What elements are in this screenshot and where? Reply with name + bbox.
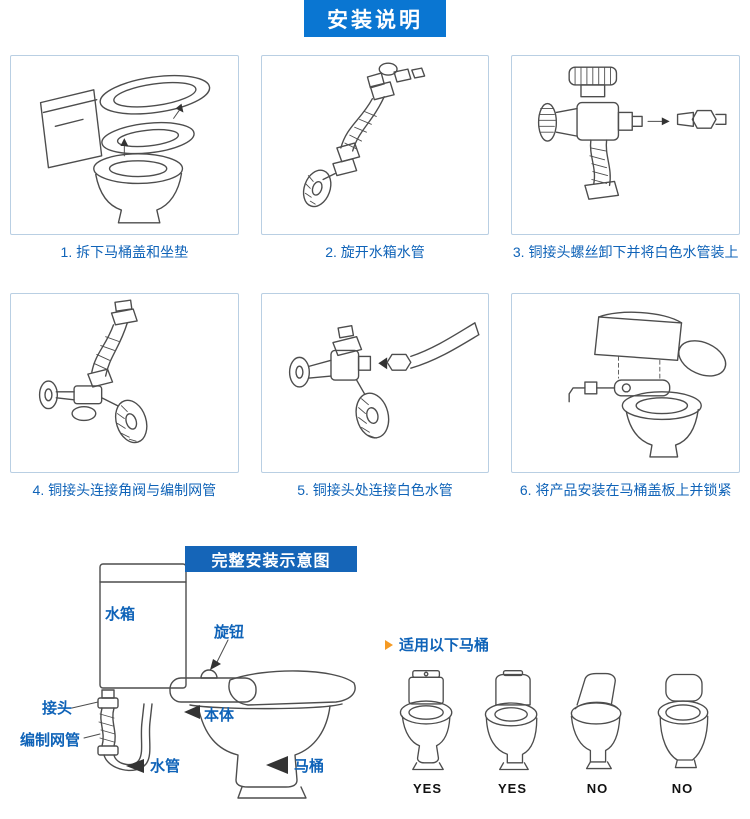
step-3: 3. 铜接头螺丝卸下并将白色水管装上 — [511, 55, 740, 293]
toilet-one-piece-icon — [484, 670, 537, 771]
step-2-caption: 2. 旋开水箱水管 — [325, 244, 425, 260]
step-6-caption: 6. 将产品安装在马桶盖板上并锁紧 — [519, 482, 732, 498]
step-6-box — [511, 293, 740, 473]
step-4: 4. 铜接头连接角阀与编制网管 — [10, 293, 239, 531]
label-knob: 旋钮 — [214, 624, 245, 641]
step-2-box — [260, 55, 490, 235]
step-3-box — [511, 55, 740, 235]
angle-valve-braided-hose-icon — [38, 299, 148, 444]
toilet-slanted-tank-icon — [570, 672, 621, 770]
step-4-caption: 4. 铜接头连接角阀与编制网管 — [32, 482, 217, 498]
compatibility-row: YES YES — [385, 667, 735, 796]
compat-item-4: NO — [640, 667, 725, 796]
compatibility-heading-text: 适用以下马桶 — [399, 637, 490, 654]
brass-fitting-valve-icon — [538, 66, 727, 200]
compat-item-2: YES — [470, 667, 555, 796]
compat-result-1: YES — [412, 781, 442, 796]
steps-grid: 1. 拆下马桶盖和坐垫 — [10, 55, 740, 531]
orange-triangle-icon — [385, 639, 393, 650]
toilet-modern-rounded-icon — [657, 673, 708, 769]
label-water-tank: 水箱 — [105, 606, 136, 623]
install-unit-on-toilet-icon — [568, 311, 727, 458]
assembly-diagram: 完整安装示意图 — [20, 540, 375, 818]
step-5: 5. 铜接头处连接白色水管 — [260, 293, 490, 531]
compat-result-3: NO — [586, 781, 609, 796]
compat-item-1: YES — [385, 667, 470, 796]
assembly-illustration — [71, 563, 356, 799]
step-1-box — [10, 55, 239, 235]
step-1-caption: 1. 拆下马桶盖和坐垫 — [60, 244, 189, 260]
step-5-caption: 5. 铜接头处连接白色水管 — [297, 482, 453, 498]
tank-hose-valve-icon — [302, 62, 425, 208]
label-toilet: 马桶 — [294, 758, 325, 775]
compatibility-section: 适用以下马桶 YES — [385, 634, 735, 796]
label-braided-hose: 编制网管 — [20, 732, 81, 749]
page-title: 安装说明 — [304, 0, 446, 37]
step-4-box — [10, 293, 239, 473]
toilet-two-piece-icon — [399, 670, 452, 771]
step-6: 6. 将产品安装在马桶盖板上并锁紧 — [511, 293, 740, 531]
valve-white-pipe-icon — [288, 322, 480, 439]
compat-item-3: NO — [555, 667, 640, 796]
assembly-title: 完整安装示意图 — [185, 546, 357, 572]
compat-result-4: NO — [671, 781, 694, 796]
label-connector: 接头 — [42, 700, 73, 717]
step-2: 2. 旋开水箱水管 — [260, 55, 490, 293]
step-5-box — [260, 293, 490, 473]
step-1: 1. 拆下马桶盖和坐垫 — [10, 55, 239, 293]
compatibility-heading: 适用以下马桶 — [385, 634, 735, 655]
toilet-open-lid-icon — [39, 74, 211, 224]
compat-result-2: YES — [497, 781, 527, 796]
label-water-pipe: 水管 — [150, 758, 181, 775]
step-3-caption: 3. 铜接头螺丝卸下并将白色水管装上 — [512, 244, 739, 260]
label-main-body: 本体 — [204, 707, 235, 724]
